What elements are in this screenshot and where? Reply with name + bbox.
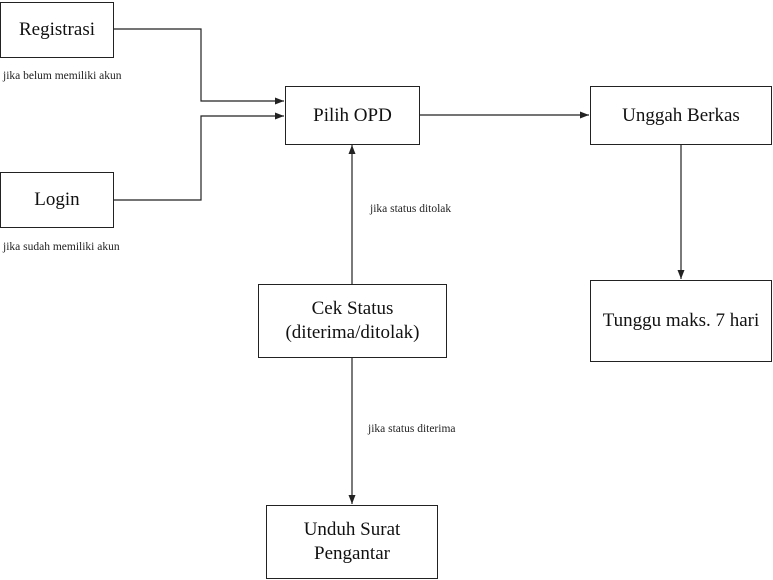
node-unggah-berkas: Unggah Berkas xyxy=(590,86,772,145)
node-registrasi: Registrasi xyxy=(0,2,114,58)
node-login-label: Login xyxy=(34,189,80,211)
node-pilih-opd-label: Pilih OPD xyxy=(313,104,392,126)
node-login: Login xyxy=(0,172,114,228)
node-tunggu: Tunggu maks. 7 hari xyxy=(590,280,772,362)
node-unggah-berkas-label: Unggah Berkas xyxy=(622,104,740,126)
node-cek-status: Cek Status (diterima/ditolak) xyxy=(258,284,447,358)
note-sudah-memiliki-akun: jika sudah memiliki akun xyxy=(3,241,120,253)
edge-registrasi-to-pilih-opd xyxy=(114,28,284,105)
node-tunggu-label: Tunggu maks. 7 hari xyxy=(602,310,760,332)
note-belum-memiliki-akun: jika belum memiliki akun xyxy=(3,70,122,82)
node-cek-status-label: Cek Status (diterima/ditolak) xyxy=(285,298,420,343)
node-unduh-surat-label: Unduh Surat Pengantar xyxy=(303,519,401,564)
node-unduh-surat: Unduh Surat Pengantar xyxy=(266,505,438,579)
node-pilih-opd: Pilih OPD xyxy=(285,86,420,145)
note-status-diterima: jika status diterima xyxy=(368,423,456,435)
edge-login-to-pilih-opd xyxy=(114,112,284,201)
note-status-ditolak: jika status ditolak xyxy=(370,203,452,215)
node-registrasi-label: Registrasi xyxy=(19,19,95,41)
